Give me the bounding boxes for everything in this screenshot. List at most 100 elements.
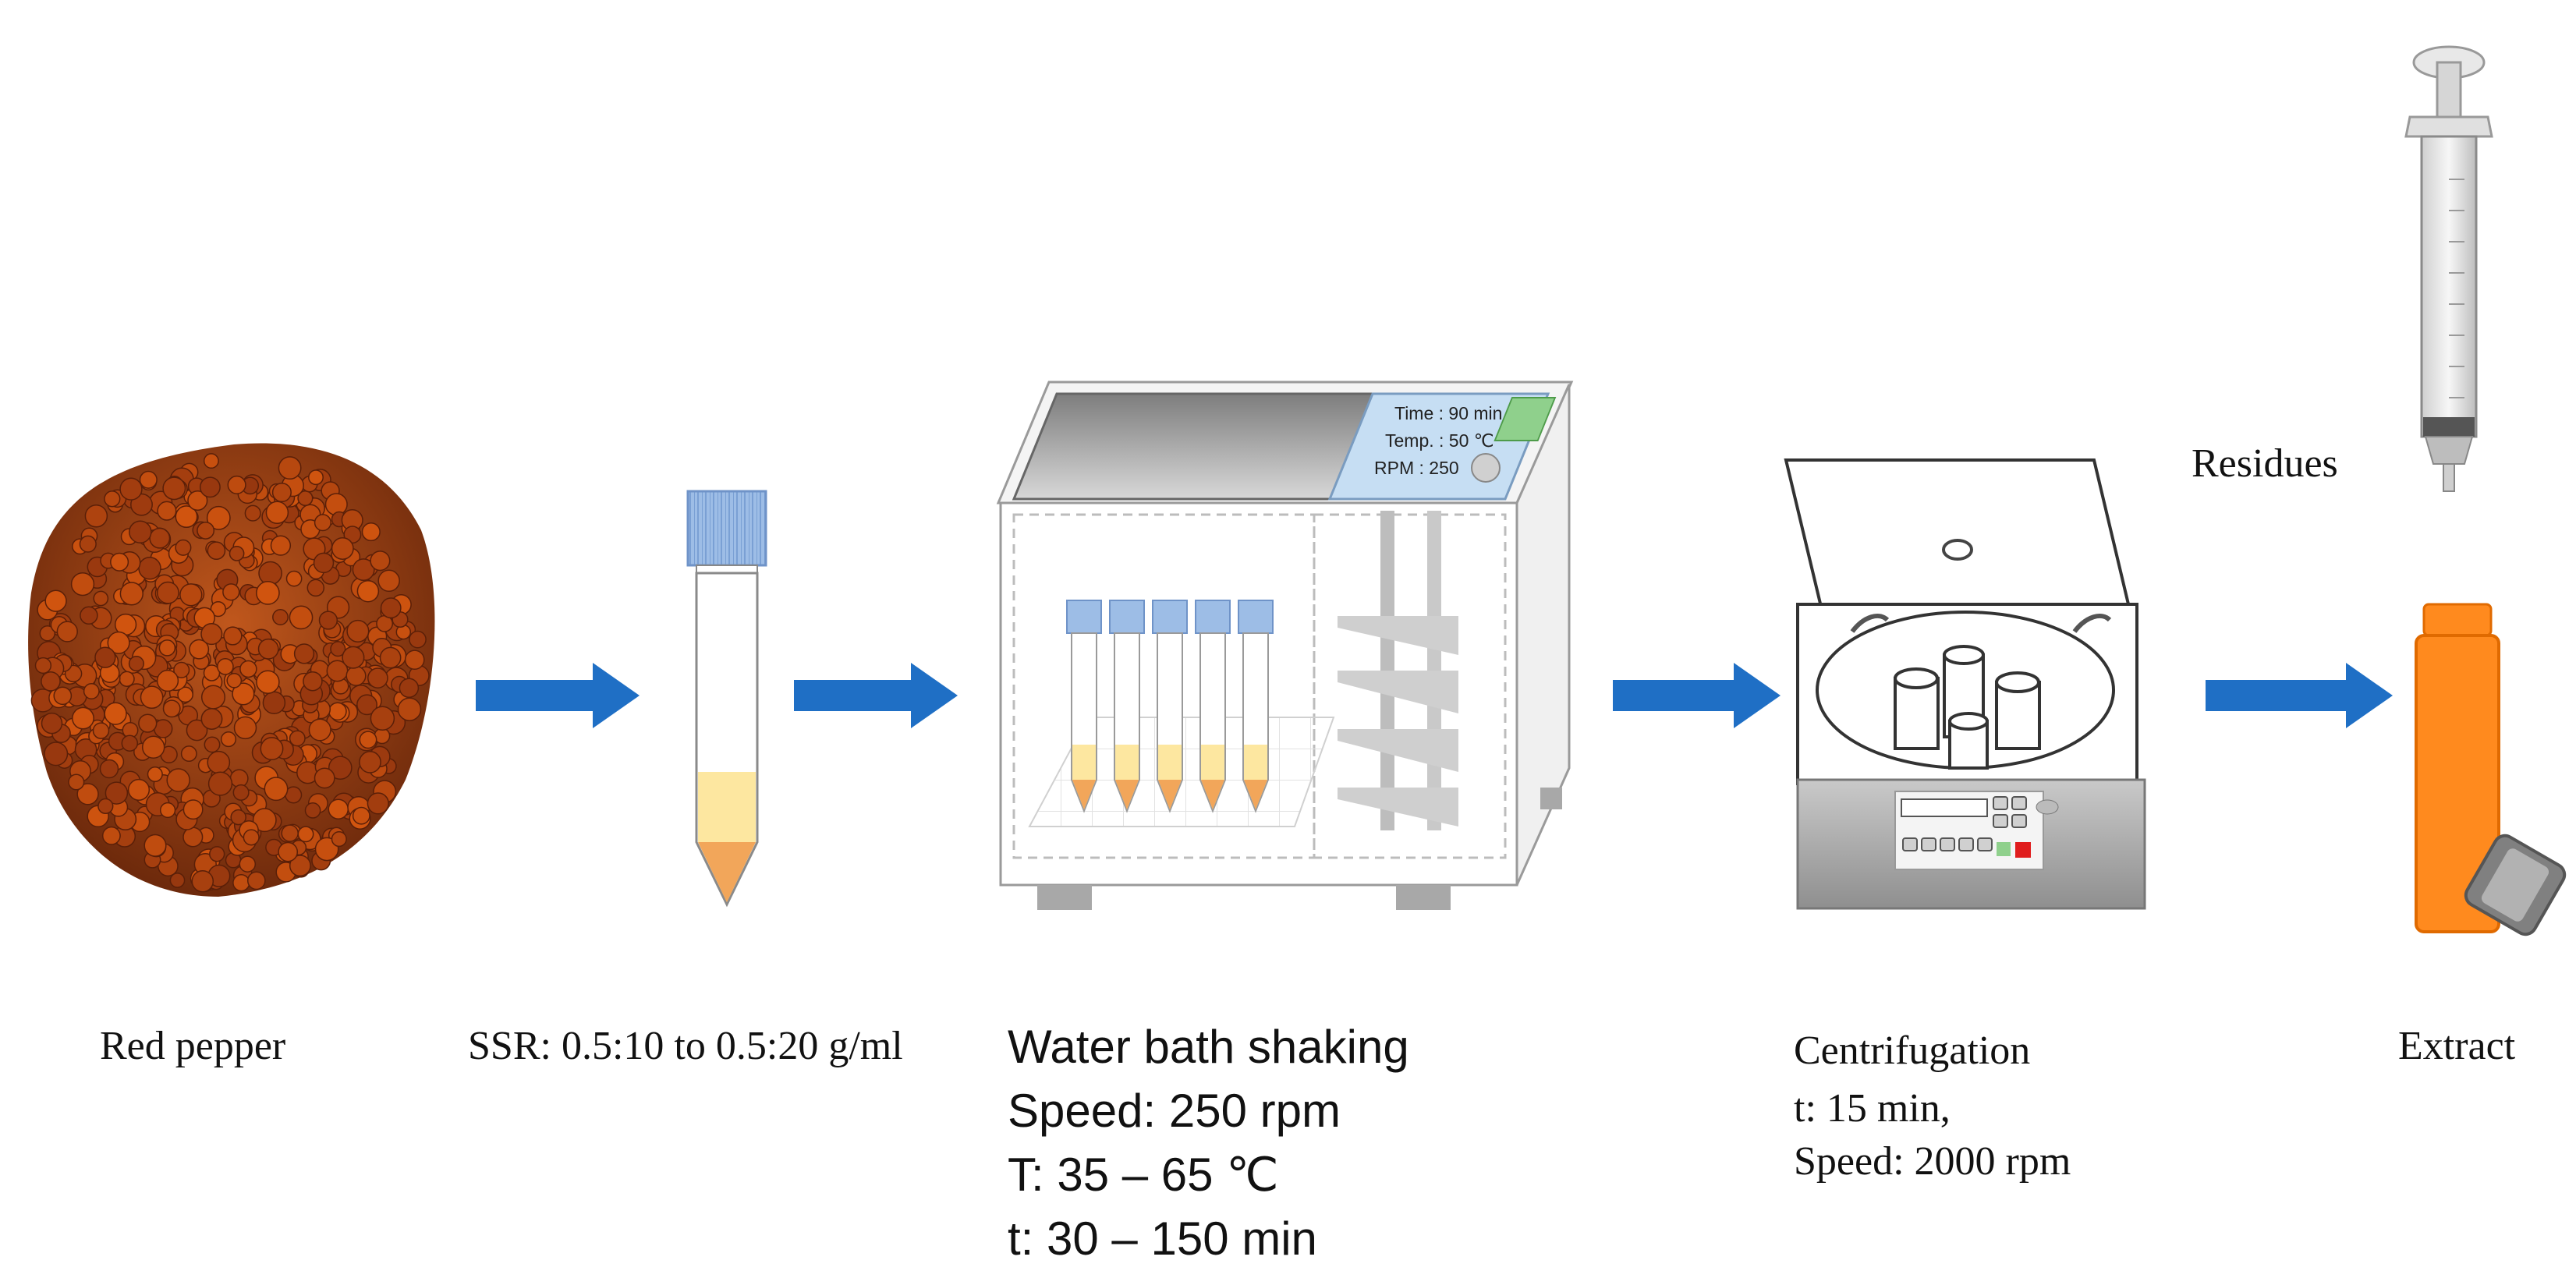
pepper-bead <box>139 470 158 489</box>
pepper-bead <box>239 660 257 678</box>
syringe-icon <box>2404 45 2493 492</box>
centrifugation-speed: Speed: 2000 rpm <box>1794 1139 2071 1184</box>
pepper-bead <box>166 768 190 792</box>
label-residues: Residues <box>2192 441 2338 486</box>
pepper-bead <box>297 826 314 843</box>
pepper-bead <box>379 646 402 669</box>
pepper-bead <box>76 783 99 805</box>
pepper-bead <box>97 798 114 815</box>
pepper-bead <box>182 799 204 820</box>
pepper-bead <box>206 505 231 530</box>
pepper-bead <box>200 623 223 646</box>
pepper-bead <box>409 630 427 649</box>
pepper-bead <box>162 476 186 501</box>
pepper-bead <box>356 579 380 603</box>
pepper-bead <box>331 537 354 560</box>
pepper-bead <box>200 685 226 710</box>
pepper-bead <box>278 841 299 862</box>
pepper-bead <box>99 759 119 779</box>
arrow-3 <box>1613 663 1781 728</box>
pepper-bead <box>258 561 282 586</box>
pepper-bead <box>289 730 306 747</box>
pepper-bead <box>220 731 237 748</box>
centrifuge-icon <box>1784 458 2146 910</box>
pepper-bead <box>330 641 346 657</box>
pepper-bead <box>342 646 365 669</box>
pepper-bead <box>70 572 95 596</box>
pepper-bead <box>229 546 245 561</box>
pepper-bead <box>79 535 97 553</box>
pepper-bead <box>209 846 225 862</box>
pepper-bead <box>271 482 292 503</box>
pepper-bead <box>265 501 289 525</box>
pepper-bead <box>119 671 135 687</box>
pepper-bead <box>203 664 221 681</box>
pepper-bead <box>252 808 277 833</box>
pepper-bead <box>352 558 375 582</box>
pepper-bead <box>328 756 353 781</box>
pepper-bead <box>399 678 420 699</box>
pepper-bead <box>204 736 221 753</box>
pepper-bead <box>345 665 367 686</box>
pepper-bead <box>246 871 266 890</box>
pepper-bead <box>359 731 377 749</box>
pepper-bead <box>217 658 234 675</box>
arrow-1 <box>476 663 640 728</box>
pepper-bead <box>56 621 78 642</box>
pepper-bead <box>186 719 208 742</box>
pepper-bead <box>207 750 231 774</box>
pepper-bead <box>359 751 381 773</box>
pepper-bead <box>308 469 324 486</box>
pepper-bead <box>270 535 292 556</box>
pepper-bead <box>262 691 286 714</box>
pepper-bead <box>289 605 314 630</box>
pepper-bead <box>243 829 260 846</box>
shaker-tube <box>1066 600 1102 813</box>
pepper-bead <box>141 735 165 759</box>
pepper-bead <box>314 767 335 789</box>
pepper-bead <box>367 667 388 689</box>
shaker-tube-group <box>1066 600 1274 813</box>
pepper-bead <box>44 589 67 612</box>
pepper-bead <box>182 827 204 848</box>
pepper-bead <box>289 855 311 877</box>
pepper-bead <box>110 552 129 572</box>
pepper-bead <box>207 541 226 561</box>
pepper-bead <box>223 626 243 646</box>
pepper-bead <box>232 874 250 892</box>
pepper-bead <box>303 671 323 692</box>
shaker-tube <box>1238 600 1274 813</box>
pepper-bead <box>39 625 56 642</box>
pepper-bead <box>173 661 190 678</box>
pepper-bead <box>232 682 255 706</box>
pepper-bead <box>187 490 208 512</box>
pepper-bead <box>328 702 347 721</box>
pepper-bead <box>328 798 349 819</box>
pepper-bead <box>356 694 377 716</box>
pepper-bead <box>169 873 186 888</box>
pepper-bead <box>121 735 139 752</box>
pepper-bead <box>304 802 321 819</box>
pepper-bead <box>159 802 176 819</box>
pepper-bead <box>138 713 158 733</box>
shaking-speed: Speed: 250 rpm <box>1008 1085 1341 1137</box>
pepper-bead <box>158 639 176 657</box>
pepper-bead <box>157 501 177 521</box>
pepper-bead <box>53 686 73 706</box>
pepper-bead <box>177 686 193 703</box>
pepper-bead <box>41 712 63 735</box>
extract-tube-icon <box>2415 603 2567 936</box>
screen-time: Time : 90 min <box>1394 403 1502 423</box>
pepper-bead <box>244 504 261 522</box>
pepper-bead <box>107 631 130 654</box>
pepper-bead <box>84 504 108 528</box>
water-bath-shaker-icon <box>996 381 1574 910</box>
pepper-bead <box>203 453 219 469</box>
pepper-bead <box>189 639 210 660</box>
pepper-bead <box>272 609 289 625</box>
shaker-display: Time : 90 min Temp. : 50 ℃ RPM : 250 <box>1374 403 1502 478</box>
pepper-bead <box>147 766 163 783</box>
pepper-bead <box>127 778 151 801</box>
pepper-bead <box>397 697 422 721</box>
